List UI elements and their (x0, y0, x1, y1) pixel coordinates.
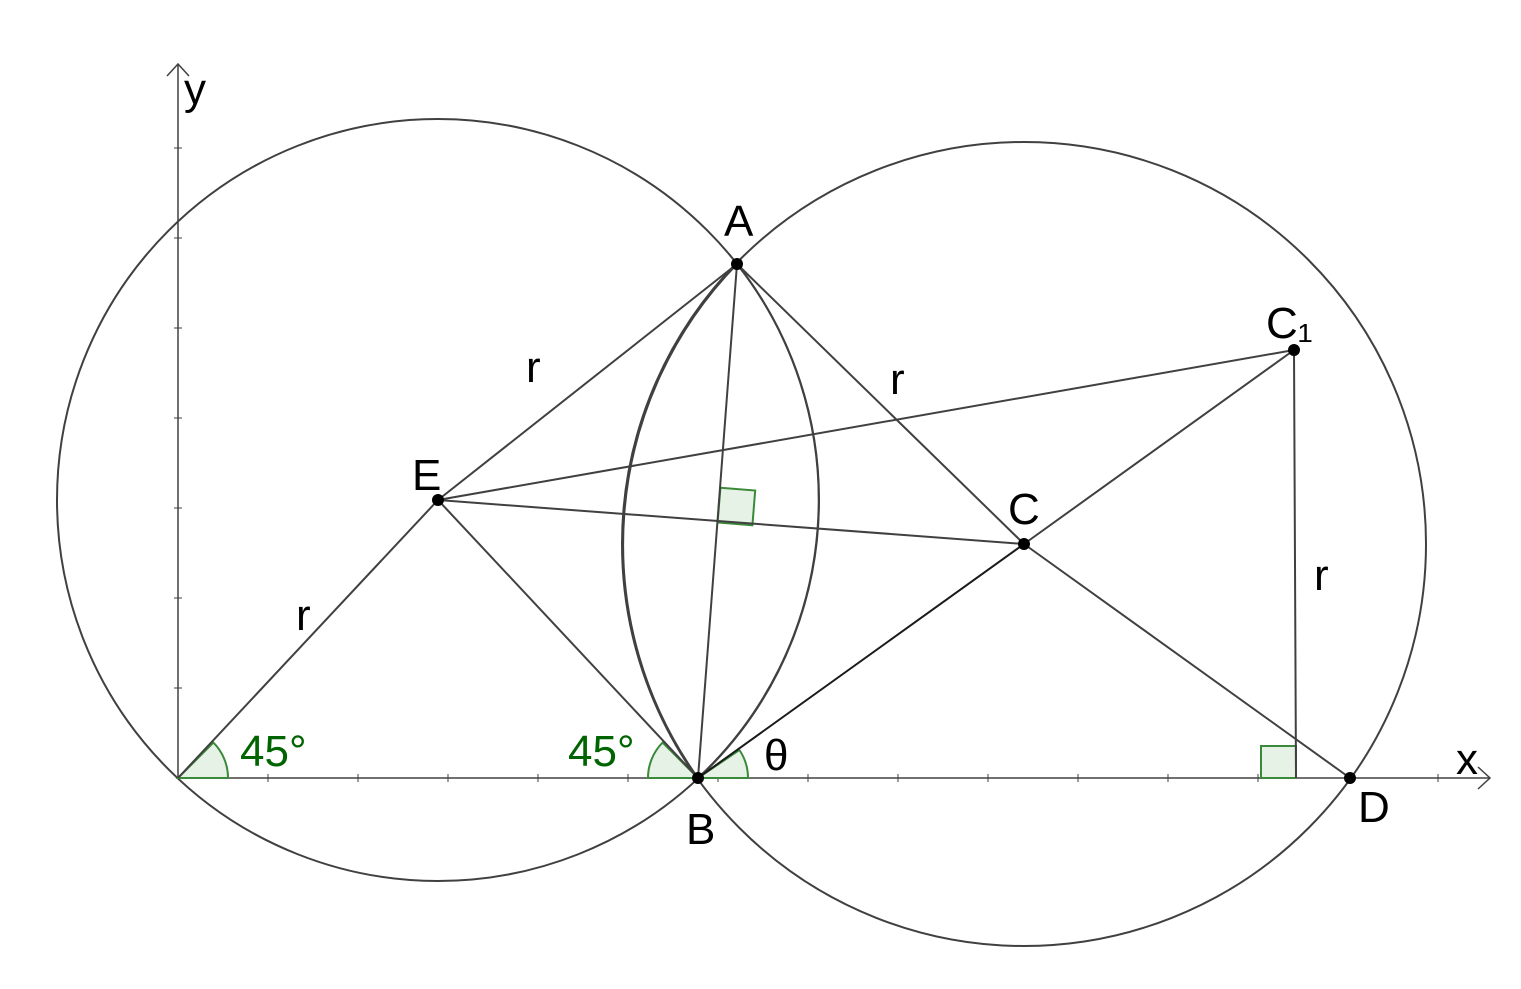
point-C1 (1288, 344, 1300, 356)
coordinate-axes (166, 62, 1492, 790)
label-point-A: A (724, 197, 754, 246)
segment-O-E (177, 499, 439, 779)
label-point-D: D (1358, 783, 1390, 832)
axis-label-y: y (184, 65, 206, 114)
segment-C-D (1023, 543, 1351, 779)
point-C (1018, 538, 1030, 550)
point-D (1344, 772, 1356, 784)
y-axis-ticks (174, 147, 182, 689)
angle-45-origin-marker (175, 741, 230, 779)
angle-markers (175, 486, 1297, 779)
x-axis-arrow (1477, 766, 1492, 790)
label-point-B: B (686, 805, 715, 854)
label-angle-origin: 45° (240, 727, 307, 776)
label-angle-theta: θ (764, 731, 788, 780)
label-point-C: C (1008, 485, 1040, 534)
label-point-C1: C₁ (1266, 299, 1313, 348)
segment-E-B (437, 499, 699, 779)
label-segment-AC: r (890, 355, 905, 404)
right-angle-marker-x-axis (1260, 745, 1297, 779)
right-angle-marker-center (716, 486, 757, 527)
label-angle-B-left: 45° (568, 727, 635, 776)
point-A (731, 258, 743, 270)
segment-E-C (437, 499, 1025, 545)
angle-theta-marker (694, 748, 750, 779)
axis-label-x: x (1456, 735, 1478, 784)
segment-C1-foot (1293, 349, 1297, 779)
y-axis-arrow (166, 62, 190, 77)
segments (177, 263, 1351, 779)
label-segment-OE: r (296, 591, 311, 640)
angle-45-B-marker (646, 741, 701, 779)
label-segment-EA: r (526, 343, 541, 392)
circles (56, 118, 1427, 947)
labels: y x A B C C₁ D E r r r r 45° 45° θ (184, 65, 1478, 854)
segment-E-A (437, 263, 738, 501)
label-segment-C1-foot: r (1314, 551, 1329, 600)
segment-A-C (736, 263, 1025, 545)
circle-center-C (621, 141, 1427, 947)
segment-E-C1 (437, 349, 1295, 501)
segment-C-C1 (1023, 349, 1295, 545)
point-E (432, 494, 444, 506)
label-point-E: E (412, 451, 441, 500)
point-B (692, 772, 704, 784)
points (432, 258, 1356, 784)
segment-B-C (697, 543, 1025, 779)
